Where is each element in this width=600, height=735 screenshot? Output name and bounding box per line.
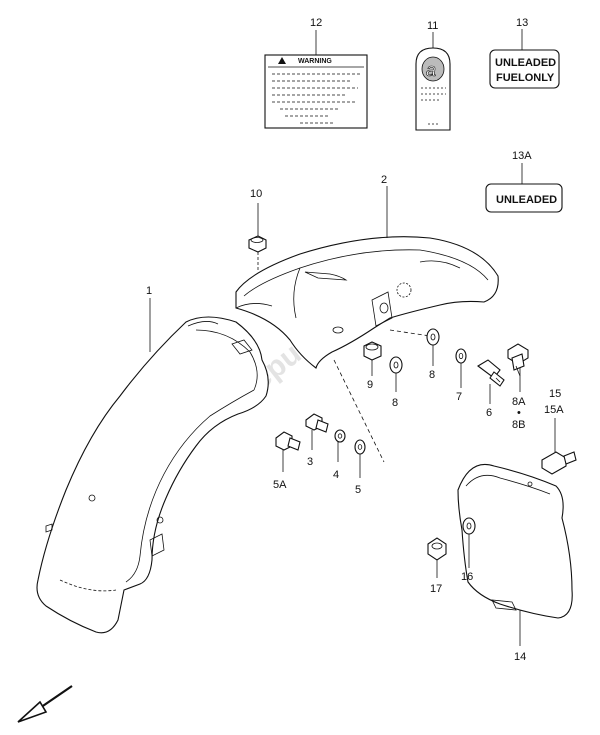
callout-2: 2: [381, 174, 387, 186]
part-6-bolt: [477, 359, 505, 387]
callout-17: 17: [430, 583, 442, 595]
part-15-15a-bolt: [541, 451, 577, 475]
callout-1: 1: [146, 285, 152, 297]
front-direction-arrow-icon: [17, 685, 73, 723]
part-7-washer: [455, 348, 467, 364]
callout-14: 14: [514, 651, 526, 663]
callout-5: 5: [355, 484, 361, 496]
callout-8a: 8A: [512, 396, 526, 408]
unleaded-line1: UNLEADED: [495, 57, 556, 69]
part-5-washer: [354, 439, 366, 455]
part-14-side-cover: [457, 463, 573, 619]
part-12-warning-label: WARNING: [264, 54, 368, 129]
callout-3: 3: [307, 456, 313, 468]
part-13-unleaded-fuel-only-label: UNLEADED FUELONLY: [489, 49, 560, 89]
callout-13a: 13A: [512, 150, 532, 162]
callout-13: 13: [516, 17, 528, 29]
part-16-washer: [462, 517, 476, 535]
callout-15: 15: [549, 388, 561, 400]
callout-8b: 8B: [512, 419, 525, 431]
part-17-nut: [427, 537, 447, 561]
part-10-nut: [248, 235, 267, 253]
callout-8-lower: 8: [392, 397, 398, 409]
part-5a-bolt: [275, 431, 301, 451]
callout-6: 6: [486, 407, 492, 419]
warning-label-text: WARNING: [298, 58, 332, 65]
callout-9: 9: [367, 379, 373, 391]
callout-11: 11: [427, 20, 438, 32]
callout-4: 4: [333, 469, 339, 481]
assembly-lines: [333, 329, 431, 463]
part-4-washer: [334, 429, 346, 443]
part-8a-8b-bolt: [507, 343, 529, 377]
part-1-main-fender: [36, 316, 269, 634]
part-11-tag: a: [415, 47, 451, 131]
unleaded-13a-text: UNLEADED: [496, 194, 557, 206]
part-8-washer-lower: [389, 356, 403, 374]
part-9-nut: [363, 341, 382, 361]
callout-16: 16: [461, 571, 473, 583]
unleaded-line2: FUELONLY: [496, 72, 555, 84]
callout-7: 7: [456, 391, 462, 403]
part-8-washer-upper: [426, 328, 440, 346]
callout-5a: 5A: [273, 479, 287, 491]
part-2-rear-fender: [235, 236, 499, 369]
callout-8-upper: 8: [429, 369, 435, 381]
callout-15a: 15A: [544, 404, 564, 416]
part-3-bolt: [305, 413, 329, 433]
part-13a-unleaded-label: UNLEADED: [485, 183, 563, 213]
callout-bullet: •: [517, 407, 521, 419]
callout-12: 12: [310, 17, 322, 29]
callout-10: 10: [250, 188, 262, 200]
tag-letter: a: [426, 60, 436, 80]
